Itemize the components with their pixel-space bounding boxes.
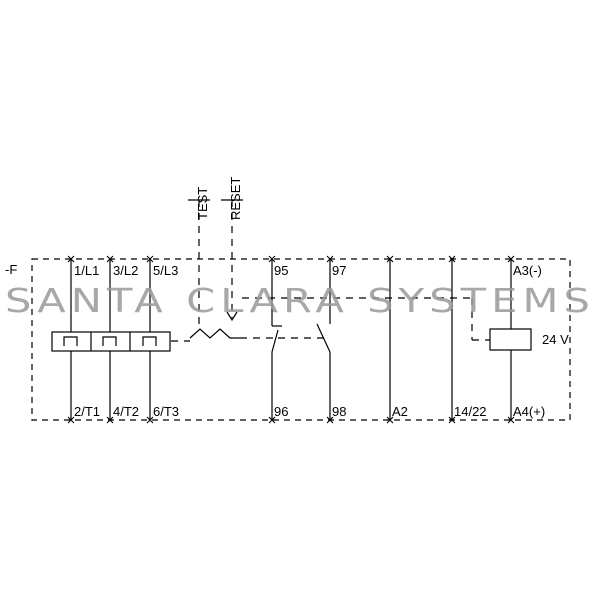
terminal-label: A3(-) [513,263,542,278]
terminal-label: 14/22 [454,404,487,419]
reset-button-symbol: RESET [221,177,243,322]
terminal-label: 96 [274,404,288,419]
device-boundary [31,258,571,421]
device-tag: -F [5,262,17,277]
thermal-bimetal-symbol [63,336,78,346]
terminal-marker [268,416,276,424]
terminal-marker [448,416,456,424]
terminal-label: 97 [332,263,346,278]
terminal-marker [507,416,515,424]
thermal-bimetal-symbol [102,336,117,346]
coil-voltage: 24 V [542,332,569,347]
terminal-marker [106,255,114,263]
terminal-marker [326,255,334,263]
terminal-label: 5/L3 [153,263,178,278]
terminal-marker [67,416,75,424]
terminal-label: 4/T2 [113,404,139,419]
terminal-label: 2/T1 [74,404,100,419]
terminal-marker [67,255,75,263]
terminal-marker [268,255,276,263]
terminal-label: 3/L2 [113,263,138,278]
reset-label: RESET [228,177,243,220]
reset-arrow [226,311,238,322]
bottom-terminal-labels: 2/T1 4/T2 6/T3 96 98 A2 14/22 A4(+) [74,404,545,419]
terminal-marker [146,416,154,424]
terminal-marker [448,255,456,263]
terminal-marker [507,255,515,263]
terminal-label: 1/L1 [74,263,99,278]
terminal-label: 95 [274,263,288,278]
top-terminal-labels: 1/L1 3/L2 5/L3 95 97 A3(-) [74,263,542,278]
terminal-marker [146,255,154,263]
contact-blade [316,323,331,353]
contact-97-98 [316,259,331,420]
coil-symbol [489,328,532,351]
test-button-symbol: TEST [188,187,210,325]
contact-95-96 [271,259,282,420]
coil-a3-a4: 24 V [489,259,569,420]
trip-mechanism [189,328,240,339]
terminal-marker [326,416,334,424]
watermark: SANTA CLARA SYSTEMS [5,281,595,320]
terminal-label: A2 [392,404,408,419]
thermal-overload-elements [51,331,190,352]
terminal-label: 6/T3 [153,404,179,419]
contact-blade [271,329,279,353]
terminal-label: 98 [332,404,346,419]
thermal-element-block [51,331,171,352]
terminal-markers [67,255,515,424]
terminal-marker [386,416,394,424]
terminal-label: A4(+) [513,404,545,419]
thermal-bimetal-symbol [142,336,157,346]
terminal-marker [106,416,114,424]
test-label: TEST [195,187,210,220]
terminal-marker [386,255,394,263]
